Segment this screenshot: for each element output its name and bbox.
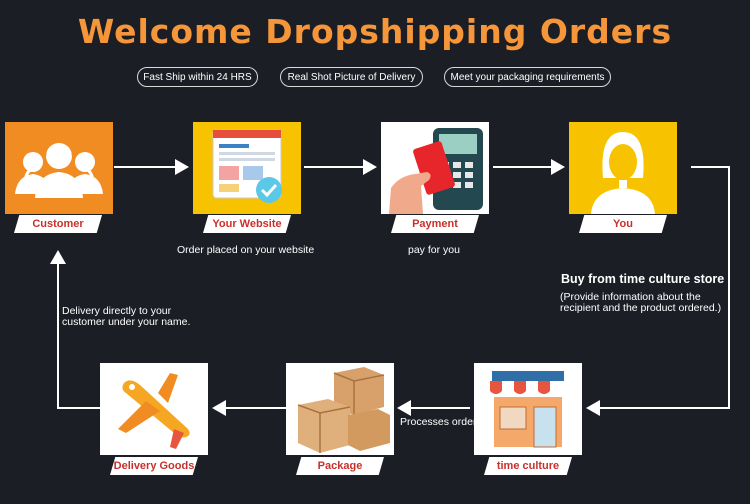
delivery-goods-label: Delivery Goods <box>110 457 198 475</box>
delivery-caption-line-1: Delivery directly to your <box>62 305 172 317</box>
processes-order-caption: Processes order <box>400 416 477 428</box>
you-box <box>569 122 677 214</box>
website-box <box>193 122 301 214</box>
store-icon <box>490 371 566 448</box>
card-terminal-icon <box>389 128 483 214</box>
buy-from-title: Buy from time culture store <box>561 272 725 286</box>
arrow-delivery-to-customer <box>50 250 100 409</box>
delivery-box <box>100 363 208 455</box>
pill-real-shot: Real Shot Picture of Delivery <box>280 67 423 87</box>
store-box <box>474 363 582 455</box>
page-title: Welcome Dropshipping Orders <box>77 12 673 51</box>
order-placed-caption: Order placed on your website <box>177 244 315 256</box>
website-icon <box>212 129 282 203</box>
payment-label: Payment <box>391 215 479 233</box>
pay-caption: pay for you <box>408 244 460 256</box>
boxes-icon <box>297 367 390 453</box>
package-box <box>286 363 394 455</box>
pill-packaging: Meet your packaging requirements <box>444 67 611 87</box>
store-label: time culture store <box>484 457 572 475</box>
customer-box <box>5 122 113 214</box>
airplane-icon <box>118 373 190 449</box>
delivery-caption-line-2: customer under your name. <box>62 316 191 328</box>
customer-label: Customer <box>14 215 102 233</box>
website-label: Your Website <box>203 215 291 233</box>
person-icon <box>591 132 655 214</box>
you-label: You <box>579 215 667 233</box>
pill-fast-ship: Fast Ship within 24 HRS <box>137 67 258 87</box>
buy-detail-line-1: (Provide information about the <box>560 291 701 303</box>
payment-box <box>381 122 489 214</box>
package-label: Package <box>296 457 384 475</box>
customer-service-icon <box>5 138 113 214</box>
buy-detail-line-2: recipient and the product ordered.) <box>560 302 722 314</box>
